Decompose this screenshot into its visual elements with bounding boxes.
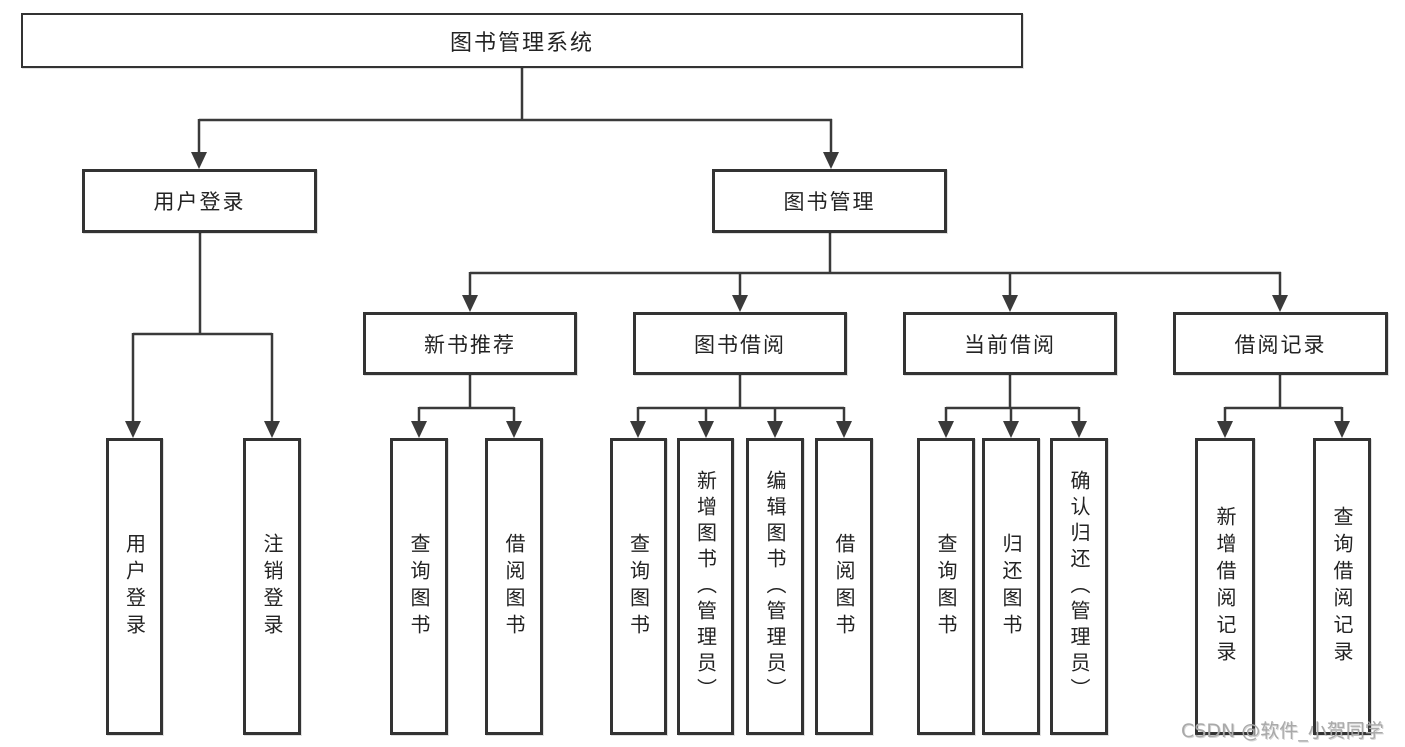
- node-label: 查询图书: [934, 532, 958, 641]
- node-label: 查询借阅记录: [1330, 505, 1354, 668]
- node-new-book-recommendation: 新书推荐: [363, 312, 577, 375]
- leaf-confirm-return-admin: 确认归还（管理员）: [1050, 438, 1108, 735]
- leaf-user-login: 用户登录: [106, 438, 163, 735]
- leaf-query-books-borrowing: 查询图书: [610, 438, 667, 735]
- node-label: 注销登录: [260, 532, 284, 641]
- node-label: 当前借阅: [964, 332, 1056, 357]
- node-label: 借阅图书: [832, 532, 856, 641]
- node-label: 图书管理系统: [449, 30, 594, 56]
- node-book-management-system: 图书管理系统: [21, 13, 1023, 68]
- leaf-borrow-books-recommend: 借阅图书: [485, 438, 543, 735]
- leaf-add-borrow-record: 新增借阅记录: [1195, 438, 1255, 735]
- node-book-management: 图书管理: [712, 169, 947, 233]
- node-label: 编辑图书（管理员）: [763, 469, 787, 704]
- node-label: 用户登录: [122, 532, 147, 641]
- node-label: 新增借阅记录: [1213, 505, 1237, 668]
- leaf-return-books: 归还图书: [982, 438, 1040, 735]
- leaf-query-borrow-record: 查询借阅记录: [1313, 438, 1371, 735]
- leaf-query-books-recommend: 查询图书: [390, 438, 448, 735]
- node-label: 借阅图书: [502, 532, 526, 641]
- node-user-login: 用户登录: [82, 169, 317, 233]
- node-label: 查询图书: [407, 532, 431, 641]
- node-label: 新书推荐: [424, 332, 516, 357]
- node-label: 图书借阅: [694, 332, 786, 357]
- node-current-borrowing: 当前借阅: [903, 312, 1117, 375]
- node-label: 用户登录: [153, 190, 246, 214]
- leaf-borrow-books-borrowing: 借阅图书: [815, 438, 873, 735]
- node-label: 归还图书: [999, 532, 1023, 641]
- leaf-logout: 注销登录: [243, 438, 301, 735]
- node-label: 图书管理: [783, 190, 876, 214]
- node-label: 确认归还（管理员）: [1067, 469, 1091, 704]
- node-borrowing-records: 借阅记录: [1173, 312, 1388, 375]
- node-book-borrowing: 图书借阅: [633, 312, 847, 375]
- csdn-watermark: CSDN @软件_小贺同学: [1181, 720, 1384, 742]
- node-label: 查询图书: [626, 532, 651, 641]
- node-label: 新增图书（管理员）: [693, 469, 718, 704]
- node-label: 借阅记录: [1234, 332, 1327, 357]
- leaf-add-books-admin: 新增图书（管理员）: [677, 438, 734, 735]
- leaf-query-books-current: 查询图书: [917, 438, 975, 735]
- leaf-edit-books-admin: 编辑图书（管理员）: [746, 438, 804, 735]
